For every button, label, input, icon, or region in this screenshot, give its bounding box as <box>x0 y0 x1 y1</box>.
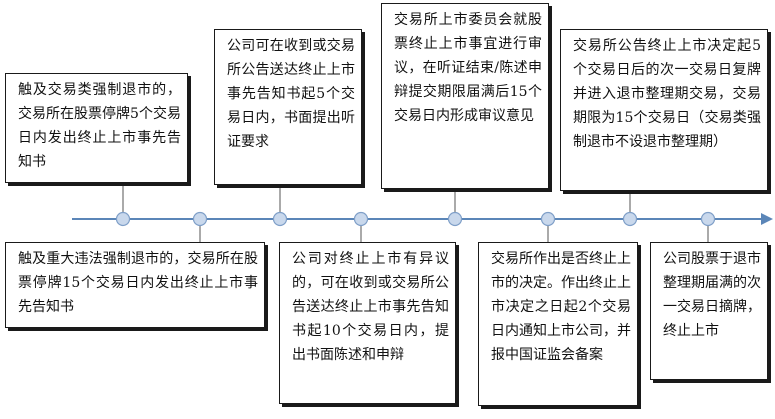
event-text-2: 触及重大违法强制退市的，交易所在股票停牌15个交易日内发出终止上市事先告知书 <box>18 251 258 315</box>
timeline-node-4 <box>353 211 369 227</box>
event-box-2: 触及重大违法强制退市的，交易所在股票停牌15个交易日内发出终止上市事先告知书 <box>5 242 265 328</box>
timeline-node-3 <box>272 211 288 227</box>
event-text-1: 触及交易类强制退市的，交易所在股票停牌5个交易日内发出终止上市事先告知书 <box>18 82 181 170</box>
timeline-node-7 <box>622 211 638 227</box>
event-text-4: 公司对终止上市有异议的，可在收到或交易所公告送达终止上市事先告知书起10个交易日… <box>292 251 449 363</box>
event-box-6: 交易所作出是否终止上市的决定。作出终止上市决定之日起2个交易日内通知上市公司，并… <box>478 242 638 406</box>
timeline-node-6 <box>540 211 556 227</box>
timeline-node-1 <box>115 211 131 227</box>
timeline-node-5 <box>447 211 463 227</box>
event-text-6: 交易所作出是否终止上市的决定。作出终止上市决定之日起2个交易日内通知上市公司，并… <box>491 251 631 363</box>
timeline-node-2 <box>192 211 208 227</box>
event-box-5: 交易所上市委员会就股票终止上市事宜进行审议，在听证结束/陈述申辩提交期限届满后1… <box>381 3 549 189</box>
timeline-node-8 <box>700 211 716 227</box>
event-text-5: 交易所上市委员会就股票终止上市事宜进行审议，在听证结束/陈述申辩提交期限届满后1… <box>394 12 542 124</box>
event-box-7: 交易所公告终止上市决定起5个交易日后的次一交易日复牌并进入退市整理期交易，交易期… <box>560 29 768 191</box>
event-box-1: 触及交易类强制退市的，交易所在股票停牌5个交易日内发出终止上市事先告知书 <box>5 73 188 183</box>
event-box-3: 公司可在收到或交易所公告送达终止上市事先告知书起5个交易日内，书面提出听证要求 <box>214 29 362 185</box>
event-text-3: 公司可在收到或交易所公告送达终止上市事先告知书起5个交易日内，书面提出听证要求 <box>227 38 355 150</box>
event-box-4: 公司对终止上市有异议的，可在收到或交易所公告送达终止上市事先告知书起10个交易日… <box>279 242 456 404</box>
event-box-8: 公司股票于退市整理期届满的次一交易日摘牌，终止上市 <box>650 242 768 380</box>
event-text-8: 公司股票于退市整理期届满的次一交易日摘牌，终止上市 <box>663 251 761 339</box>
event-text-7: 交易所公告终止上市决定起5个交易日后的次一交易日复牌并进入退市整理期交易，交易期… <box>573 38 761 150</box>
timeline-arrowhead <box>761 213 773 225</box>
